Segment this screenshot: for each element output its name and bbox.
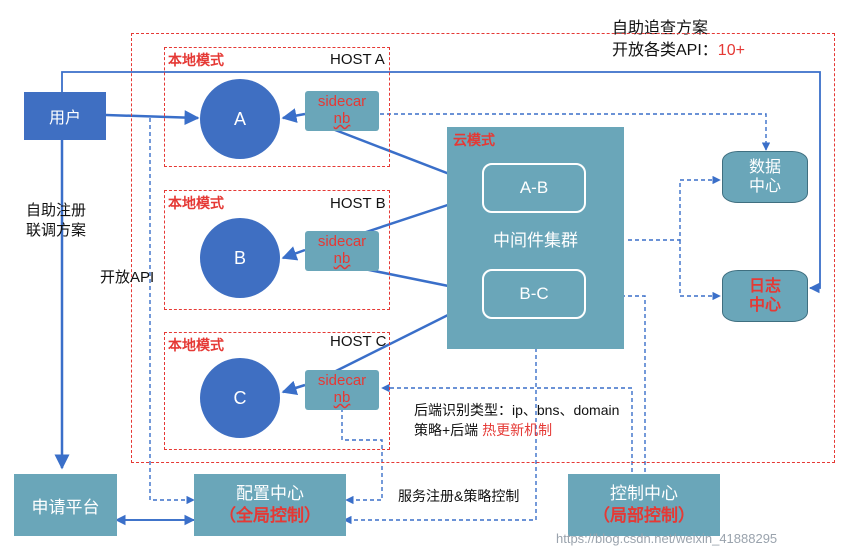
self-register-line1: 自助注册	[26, 202, 87, 219]
cluster-label: 中间件集群	[493, 230, 578, 250]
service-register-note: 服务注册&策略控制	[398, 488, 520, 504]
sidecar-b-label: sidecar	[317, 233, 367, 250]
dash-open-api-to-config	[149, 118, 195, 505]
config-center-title: 配置中心	[236, 484, 304, 503]
dash-control-to-sidecar-c	[381, 383, 633, 472]
line-user-top-to-log	[61, 71, 821, 294]
header-title: 自助追查方案	[612, 20, 709, 37]
control-center-title: 控制中心	[610, 484, 678, 503]
header-api-count: 10+	[717, 42, 745, 59]
control-center-scope: （局部控制）	[593, 506, 695, 525]
sidecar-c-sub: nb	[333, 389, 351, 406]
sidecar-b: sidecar nb	[305, 231, 379, 271]
sidecar-a-sub: nb	[333, 110, 351, 127]
dash-cluster-to-config	[343, 348, 537, 525]
log-center: 日志 中心	[722, 270, 808, 322]
sidecar-b-sub: nb	[333, 250, 351, 267]
node-c: C	[200, 358, 280, 438]
backend-note-highlight: 热更新机制	[482, 422, 553, 438]
arrow-sidecar-c-to-c	[281, 380, 306, 396]
sidecar-a: sidecar nb	[305, 91, 379, 131]
sidecar-c-label: sidecar	[317, 372, 367, 389]
watermark: https://blog.csdn.net/weixin_41888295	[556, 531, 778, 546]
host-b-region	[164, 190, 390, 310]
host-a-region	[164, 47, 390, 167]
config-center: 配置中心 （全局控制）	[194, 474, 346, 536]
arrow-user-to-a	[105, 110, 200, 126]
sidecar-c: sidecar nb	[305, 370, 379, 410]
host-c-region	[164, 332, 390, 450]
user-box: 用户	[24, 92, 106, 140]
config-center-scope: （全局控制）	[219, 506, 321, 525]
route-a-b: A-B	[482, 163, 586, 213]
host-c-mode-label: 本地模式	[168, 337, 224, 353]
host-b-name: HOST B	[330, 195, 386, 212]
host-a-name: HOST A	[330, 51, 385, 68]
sidecar-a-label: sidecar	[317, 93, 367, 110]
route-b-c: B-C	[482, 269, 586, 319]
dash-sidecar-c-to-config	[341, 408, 383, 505]
backend-note-line2: 策略+后端 热更新机制	[414, 420, 619, 440]
host-c-name: HOST C	[330, 333, 387, 350]
open-api-label: 开放API	[100, 269, 155, 286]
dash-cluster-to-log	[679, 240, 721, 301]
control-center: 控制中心 （局部控制）	[568, 474, 720, 536]
backend-type-note: 后端识别类型：ip、bns、domain 策略+后端 热更新机制	[414, 400, 619, 440]
log-center-line1: 日志	[748, 278, 781, 295]
host-b-mode-label: 本地模式	[168, 195, 224, 211]
self-register-label: 自助注册 联调方案	[26, 201, 86, 241]
arrow-sidecar-b-to-b	[281, 246, 306, 261]
arrow-sidecar-a-to-a	[281, 108, 306, 123]
node-b: B	[200, 218, 280, 298]
data-center-line2: 中心	[748, 178, 781, 195]
self-service-region	[131, 33, 835, 463]
host-a-mode-label: 本地模式	[168, 52, 224, 68]
backend-note-line1: 后端识别类型：ip、bns、domain	[414, 402, 620, 418]
header-api-line: 开放各类API：10+	[612, 36, 745, 60]
dash-sidecar-a-to-data	[380, 113, 771, 151]
data-center: 数据 中心	[722, 151, 808, 203]
data-center-line1: 数据	[748, 159, 781, 176]
node-a: A	[200, 79, 280, 159]
backend-note-prefix: 策略+后端	[414, 422, 483, 438]
cloud-mode-label: 云模式	[453, 132, 495, 148]
apply-platform: 申请平台	[14, 474, 117, 536]
self-register-line2: 联调方案	[26, 222, 87, 239]
header-api-prefix: 开放各类API：	[612, 42, 718, 59]
log-center-line2: 中心	[748, 297, 781, 314]
